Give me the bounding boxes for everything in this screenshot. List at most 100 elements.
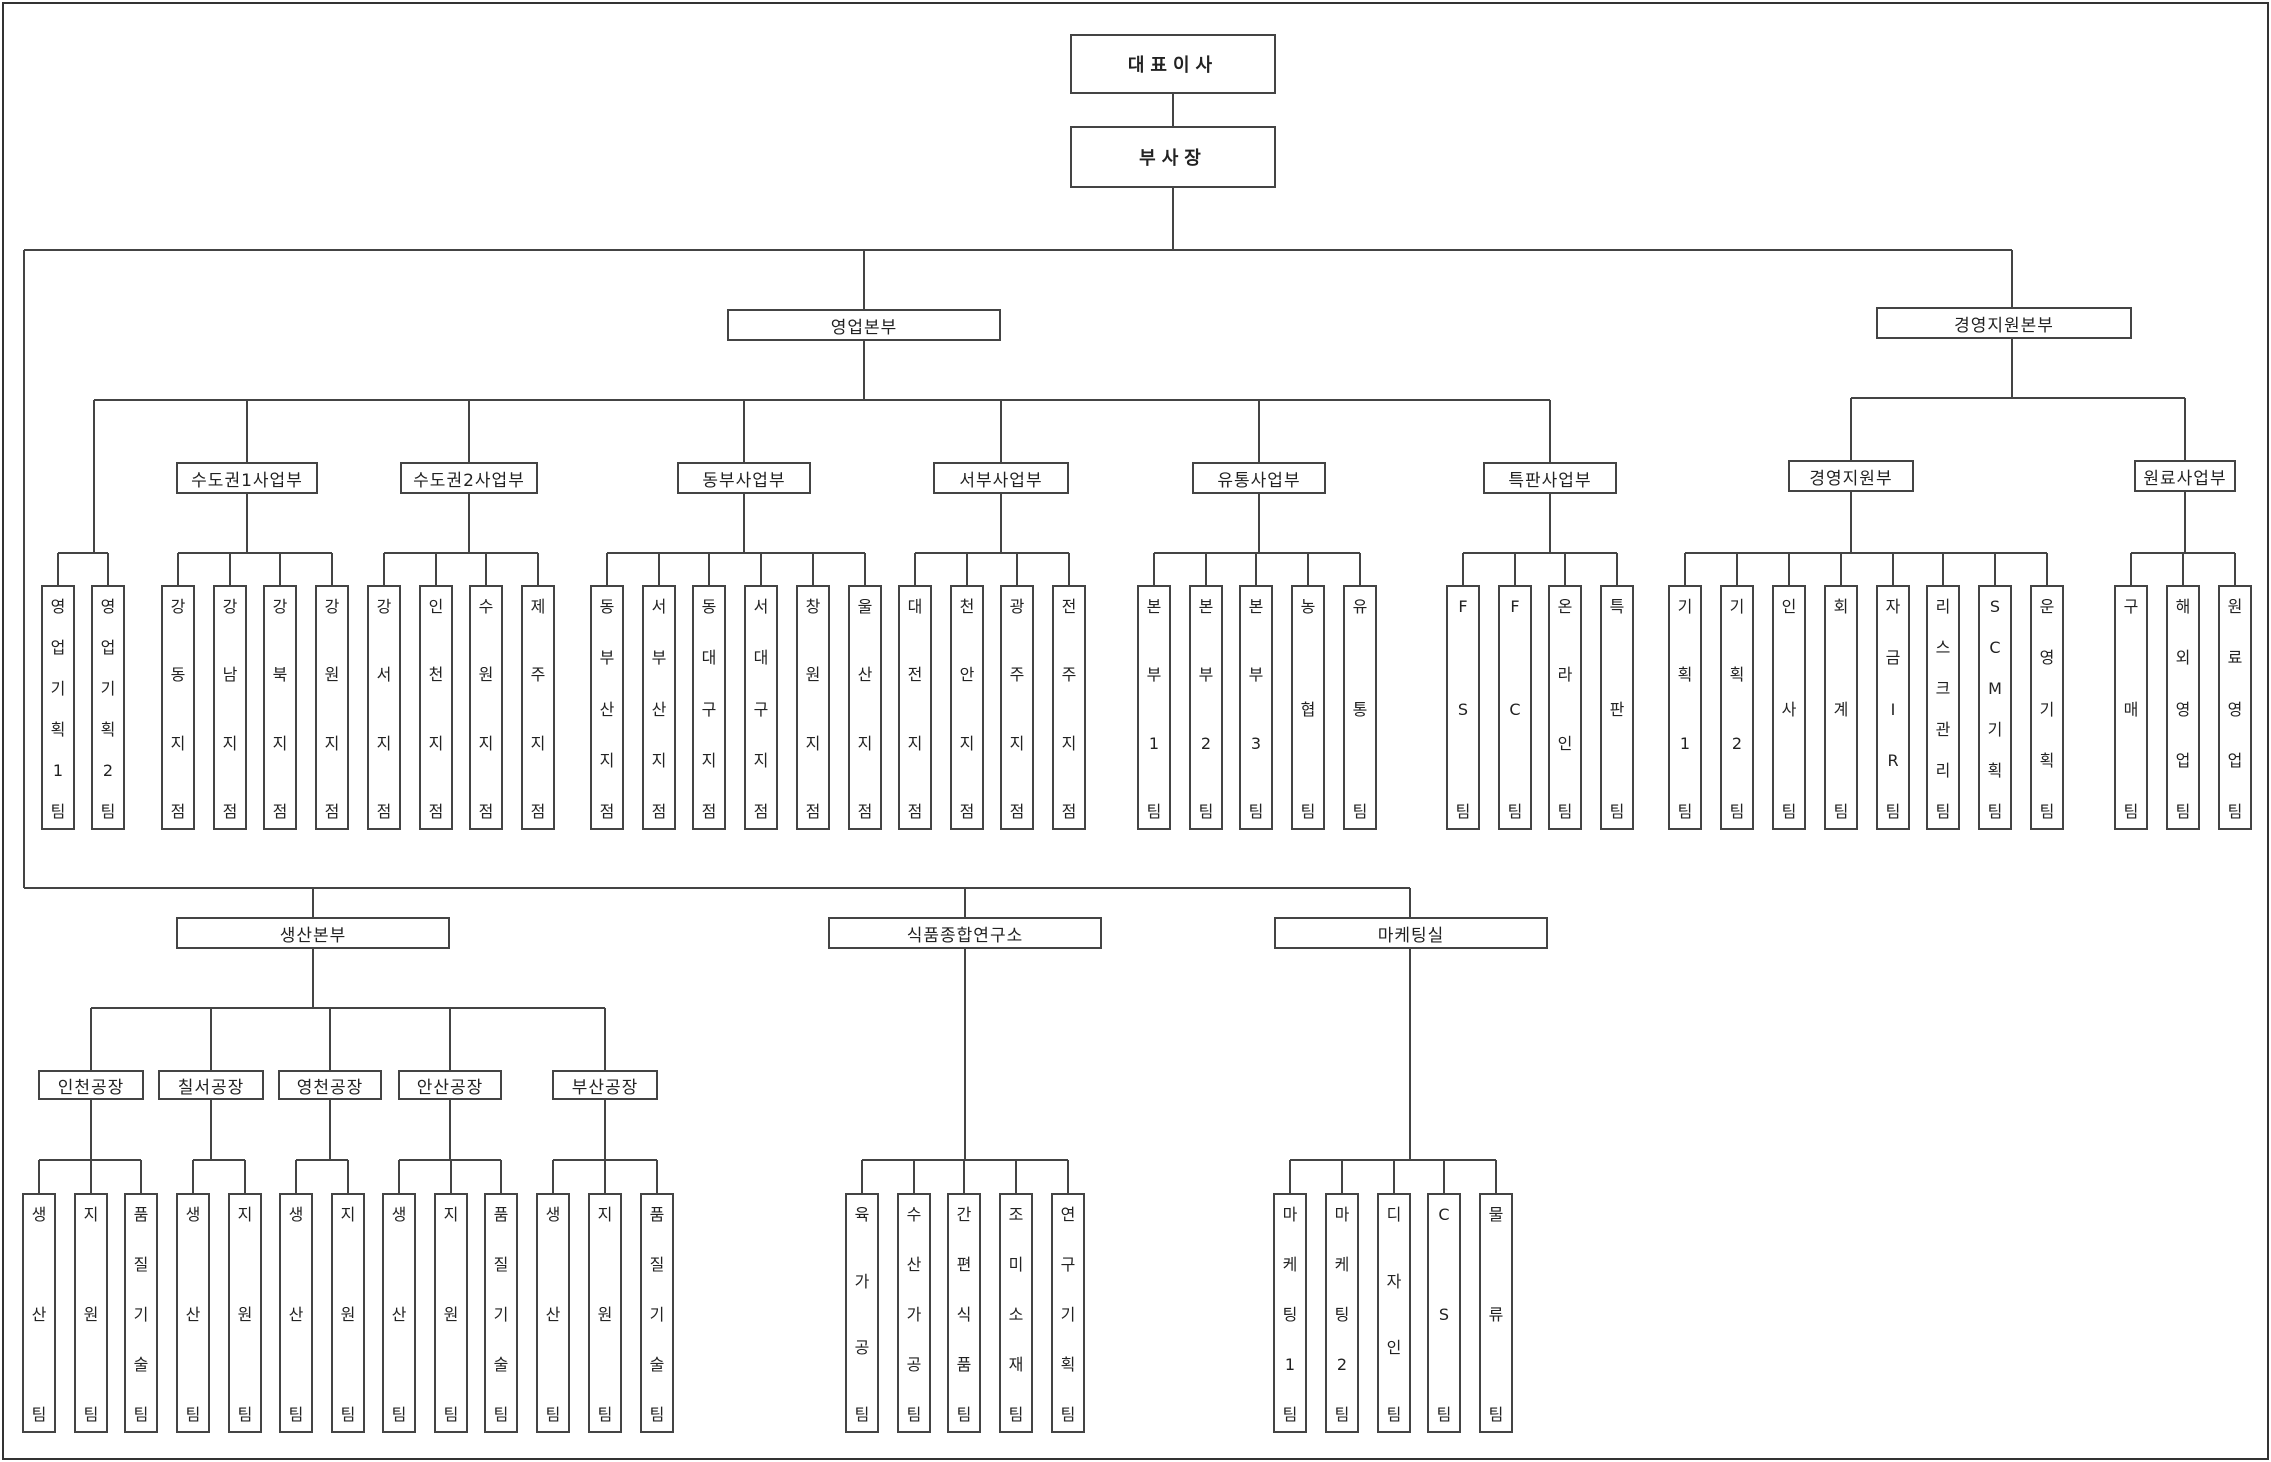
- team-char: 3: [1250, 733, 1262, 753]
- team-char: 업: [100, 638, 116, 657]
- team-char: 팀: [956, 1405, 972, 1424]
- team-char: I: [1890, 699, 1896, 719]
- team-char: 울: [857, 597, 873, 616]
- team-char: 품: [956, 1355, 972, 1374]
- team-char: 천: [959, 597, 975, 616]
- team-char: 서: [753, 597, 769, 616]
- ceo-box: 대표이사: [1070, 34, 1276, 94]
- team-char: 팀: [854, 1405, 870, 1424]
- team-char: 지: [1061, 733, 1077, 753]
- team-char: 1: [52, 761, 64, 780]
- team-char: 점: [170, 802, 186, 821]
- team-char: 팀: [133, 1405, 149, 1424]
- team-char: 업: [2175, 750, 2191, 770]
- team-char: 전: [1061, 597, 1077, 616]
- team-char: 산: [857, 665, 873, 685]
- sales-group-box: 특판사업부: [1483, 462, 1617, 494]
- team-char: 지: [1009, 733, 1025, 753]
- team-char: 가: [854, 1271, 870, 1291]
- team-char: 육: [854, 1205, 870, 1224]
- factory-box: 안산공장: [398, 1070, 502, 1100]
- team-char: 해: [2175, 597, 2191, 616]
- team-char: 팀: [1146, 802, 1162, 821]
- team-char: 팀: [649, 1405, 665, 1424]
- team-char: 술: [133, 1355, 149, 1374]
- team-char: 팅: [1282, 1305, 1298, 1324]
- sales-group-box: 유통사업부: [1192, 462, 1326, 494]
- team-char: 원: [478, 665, 494, 685]
- team-char: 팀: [237, 1405, 253, 1424]
- research-institute-box: 식품종합연구소: [828, 917, 1102, 949]
- team-char: S: [1457, 699, 1469, 719]
- team-char: 점: [272, 802, 288, 821]
- team-char: 지: [478, 733, 494, 753]
- team-char: 남: [222, 665, 238, 685]
- team-char: 지: [170, 733, 186, 753]
- team-char: 점: [1009, 802, 1025, 821]
- team-char: 획: [1729, 665, 1745, 685]
- team-char: 원: [443, 1305, 459, 1324]
- team-char: 팀: [1300, 802, 1316, 821]
- team-char: 지: [443, 1205, 459, 1224]
- team-char: 소: [1008, 1305, 1024, 1324]
- team-char: 팀: [1677, 802, 1693, 821]
- team-char: 부: [599, 648, 615, 668]
- team-char: 점: [478, 802, 494, 821]
- team-char: 지: [428, 733, 444, 753]
- team-char: 생: [545, 1205, 561, 1224]
- team-char: 술: [649, 1355, 665, 1374]
- team-char: 산: [599, 699, 615, 719]
- team-char: 팀: [1609, 802, 1625, 821]
- team-char: 질: [649, 1255, 665, 1274]
- team-char: 팀: [1935, 802, 1951, 821]
- team-char: 획: [1677, 665, 1693, 685]
- team-char: 술: [493, 1355, 509, 1374]
- team-char: S: [1438, 1305, 1450, 1324]
- team-char: 지: [340, 1205, 356, 1224]
- team-char: 획: [1060, 1355, 1076, 1374]
- team-char: 품: [493, 1205, 509, 1224]
- factory-box: 부산공장: [552, 1070, 658, 1100]
- team-char: 팀: [31, 1405, 47, 1424]
- team-char: 지: [753, 750, 769, 770]
- team-char: 지: [530, 733, 546, 753]
- team-char: 식: [956, 1305, 972, 1324]
- team-char: 동: [701, 597, 717, 616]
- team-char: 자: [1386, 1271, 1402, 1291]
- team-char: 점: [222, 802, 238, 821]
- team-char: 간: [956, 1205, 972, 1224]
- team-char: 생: [391, 1205, 407, 1224]
- team-char: 인: [1386, 1338, 1402, 1358]
- team-char: 업: [2227, 750, 2243, 770]
- team-char: 영: [2227, 699, 2243, 719]
- team-char: 인: [1781, 597, 1797, 616]
- team-char: 품: [649, 1205, 665, 1224]
- team-char: 2: [1731, 733, 1743, 753]
- team-char: 강: [272, 597, 288, 616]
- team-char: 주: [530, 665, 546, 685]
- team-char: 점: [701, 802, 717, 821]
- team-char: 구: [753, 699, 769, 719]
- team-char: 강: [324, 597, 340, 616]
- team-char: 연: [1060, 1205, 1076, 1224]
- team-char: 산: [391, 1305, 407, 1324]
- team-char: 팀: [1352, 802, 1368, 821]
